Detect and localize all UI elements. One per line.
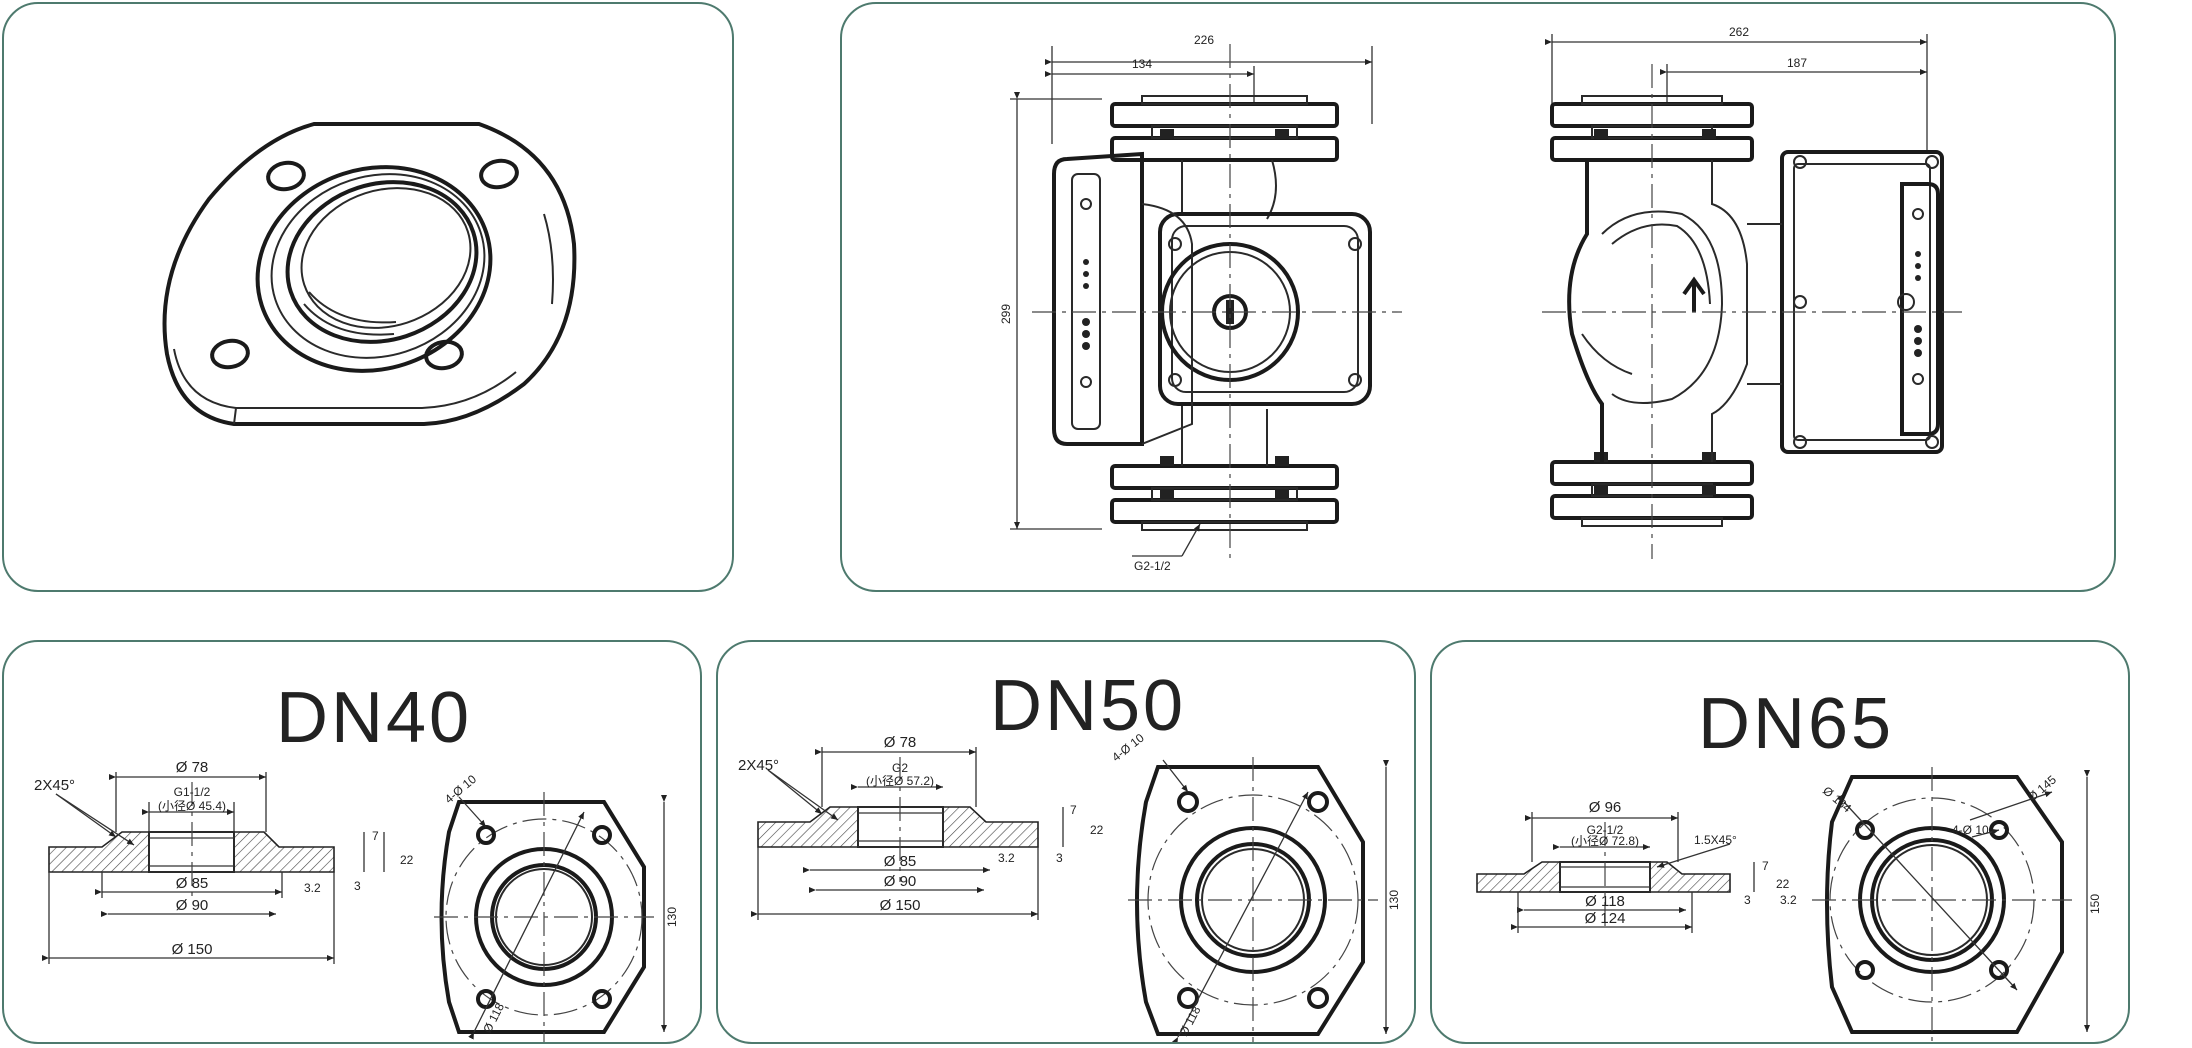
dn65-thread: G2-1/2 xyxy=(1587,823,1624,837)
dn40-d150: Ø 150 xyxy=(172,941,213,958)
dim-pump-thread: G2-1/2 xyxy=(1134,559,1171,573)
dn50-d85: Ø 85 xyxy=(884,853,917,870)
dn50-drawing: 2X45° Ø 78 G2 (小径Ø 57.2) Ø 85 Ø 90 Ø 150… xyxy=(738,731,1401,1042)
dim-pump-width-front-partial: 134 xyxy=(1132,57,1152,71)
dn65-d124: Ø 124 xyxy=(1585,910,1626,927)
dn40-h130: 130 xyxy=(665,907,679,927)
dn65-holes: 4-Ø 10 xyxy=(1952,823,1989,837)
dn65-t7: 7 xyxy=(1762,859,1769,873)
dn50-holes: 4-Ø 10 xyxy=(1109,731,1147,765)
dn65-d118: Ø 118 xyxy=(1585,893,1625,910)
dn40-thread-minor: (小径Ø 45.4) xyxy=(158,799,226,813)
dn65-t22: 22 xyxy=(1776,877,1790,891)
dim-pump-width-side: 262 xyxy=(1729,25,1749,39)
dn65-d96: Ø 96 xyxy=(1589,799,1622,816)
panel-dn65: DN65 Ø 96 G2-1/2 (小径Ø 72.8) 1.5X45° Ø 11… xyxy=(1430,640,2130,1044)
dn65-rough: 3.2 xyxy=(1780,893,1797,907)
dn40-chamfer: 2X45° xyxy=(34,777,75,794)
dn50-t7: 7 xyxy=(1070,803,1077,817)
panel-pump-views: 226 134 299 G2-1/2 xyxy=(840,2,2116,592)
panel-flange-3d xyxy=(2,2,734,592)
dn40-drawing: 2X45° Ø 78 G1-1/2 (小径Ø 45.4) Ø 85 Ø 90 Ø… xyxy=(34,759,679,1042)
dn50-d78: Ø 78 xyxy=(884,734,917,751)
dn40-t22: 22 xyxy=(400,853,414,867)
panel-dn50: DN50 2X45° Ø 78 G2 (小径Ø 57.2) Ø 85 Ø 90 … xyxy=(716,640,1416,1044)
dn65-drawing: Ø 96 G2-1/2 (小径Ø 72.8) 1.5X45° Ø 118 Ø 1… xyxy=(1476,767,2102,1042)
dn50-t22: 22 xyxy=(1090,823,1104,837)
flange-3d-drawing xyxy=(162,122,577,426)
dn50-rough: 3.2 xyxy=(998,851,1015,865)
dim-pump-height: 299 xyxy=(999,304,1013,324)
panel-dn40: DN40 2X45° Ø 78 G1-1/2 (小径Ø 45.4) Ø 85 Ø… xyxy=(2,640,702,1044)
dn40-title: DN40 xyxy=(276,678,473,758)
dim-pump-width-front: 226 xyxy=(1194,33,1214,47)
dn50-thread-minor: (小径Ø 57.2) xyxy=(866,774,934,788)
pump-views-drawing: 226 134 299 G2-1/2 xyxy=(999,25,1962,573)
dn65-d145: Ø 145 xyxy=(2025,772,2059,804)
dn50-d90: Ø 90 xyxy=(884,873,917,890)
dn50-title: DN50 xyxy=(990,666,1187,746)
dn50-thread: G2 xyxy=(892,761,908,775)
pump-side-view: 262 187 xyxy=(1542,25,1962,559)
dn65-h150: 150 xyxy=(2088,894,2102,914)
dn50-d150: Ø 150 xyxy=(880,897,921,914)
dn40-t7: 7 xyxy=(372,829,379,843)
dn40-d78: Ø 78 xyxy=(176,759,209,776)
dn40-d85: Ø 85 xyxy=(176,875,209,892)
dn40-d90: Ø 90 xyxy=(176,897,209,914)
dn50-h130: 130 xyxy=(1387,890,1401,910)
dim-pump-width-side-partial: 187 xyxy=(1787,56,1807,70)
pump-front-view: 226 134 299 G2-1/2 xyxy=(999,33,1402,573)
dn40-thread: G1-1/2 xyxy=(174,785,211,799)
dn65-title: DN65 xyxy=(1698,684,1895,764)
dn40-t3: 3 xyxy=(354,879,361,893)
dn65-t3: 3 xyxy=(1744,893,1751,907)
dn65-chamfer: 1.5X45° xyxy=(1694,833,1737,847)
dn65-thread-minor: (小径Ø 72.8) xyxy=(1571,834,1639,848)
dn40-rough: 3.2 xyxy=(304,881,321,895)
dn50-chamfer: 2X45° xyxy=(738,757,779,774)
dn50-t3: 3 xyxy=(1056,851,1063,865)
